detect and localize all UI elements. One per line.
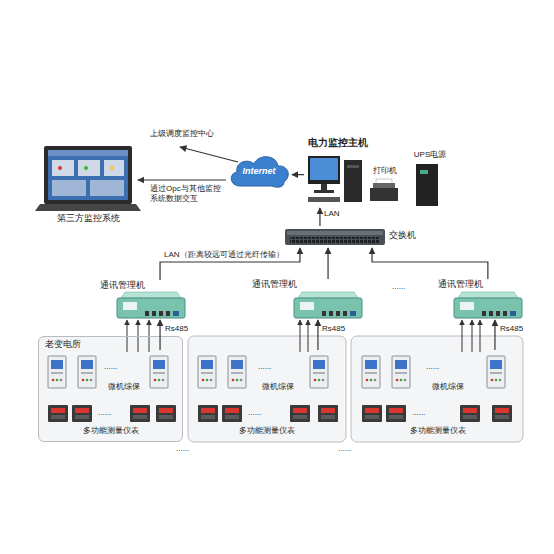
connector-label: LAN (324, 209, 354, 219)
note-label: 上级调度监控中心 (150, 129, 230, 139)
connector-arrow (494, 320, 495, 350)
ellipsis-mark: ...... (258, 362, 288, 372)
text-box: 老变电所 (45, 339, 105, 349)
printer-node: 打印机 (368, 166, 402, 202)
node-label: 打印机 (368, 166, 402, 175)
text-box: 交换机 (389, 230, 423, 240)
switch-node: 交换机 (283, 226, 423, 248)
comm-manager: 通讯管理机 (438, 279, 524, 320)
node-label: Internet (226, 166, 292, 176)
connector-label: Rs485 (500, 324, 534, 334)
ellipsis-mark: ...... (248, 408, 278, 418)
connector-arrow (327, 248, 328, 279)
connector-arrow (160, 248, 300, 280)
text-box: 微机综保 (108, 382, 148, 391)
node-label: UPS电源 (410, 150, 450, 159)
text-box: UPS电源 (410, 150, 450, 159)
laptop-node: 第三方监控系统 (38, 143, 138, 225)
text-box: 通讯管理机 (438, 279, 498, 289)
ellipsis-mark: ...... (412, 408, 442, 418)
node-label: 第三方监控系统 (38, 213, 138, 223)
node-label: 交换机 (389, 230, 423, 240)
switch-illustration (285, 229, 385, 245)
text-box: 打印机 (368, 166, 402, 175)
dispatch-arrow (180, 147, 238, 162)
laptop-illustration (35, 146, 141, 211)
ellipsis-mark: ...... (98, 408, 128, 418)
node-label: 通讯管理机 (252, 279, 312, 289)
text-box: 通讯管理机 (252, 279, 312, 289)
ellipsis-mark: ...... (426, 362, 456, 372)
computer-illustration (308, 156, 362, 202)
ups-node: UPS电源 (410, 150, 450, 208)
comm-manager-device (294, 292, 362, 318)
text-box: 多功能测量仪表 (401, 426, 475, 435)
connector-arrow (317, 320, 318, 350)
node-label: 通讯管理机 (100, 280, 160, 290)
node-label: 老变电所 (45, 339, 105, 349)
comm-manager-device (454, 292, 522, 318)
node-label: 多功能测量仪表 (401, 426, 475, 435)
meter-group: 多功能测量仪表 (358, 400, 518, 438)
connector-arrow (292, 174, 304, 175)
connector-arrow (372, 248, 488, 279)
relay-group: 微机综保 (358, 350, 518, 396)
substation-fill (38, 336, 183, 442)
host-node: 电力监控主机 (304, 137, 372, 208)
substation-frame: 老变电所微机综保多功能测量仪表 (38, 336, 183, 442)
comm-manager: 通讯管理机 (100, 280, 190, 320)
printer-illustration (370, 179, 398, 201)
text-box: Internet (226, 166, 292, 176)
meter-group: 多功能测量仪表 (44, 400, 178, 438)
connector-label: 通过Opc与其他监控系统数据交互 (150, 184, 224, 203)
connector-label: Rs485 (322, 324, 356, 334)
text-box: 多功能测量仪表 (230, 426, 304, 435)
text-box: 多功能测量仪表 (74, 426, 148, 435)
connector-arrow (319, 208, 320, 226)
node-label: 微机综保 (262, 382, 302, 391)
node-label: 电力监控主机 (304, 137, 372, 149)
text-box: 第三方监控系统 (38, 213, 138, 223)
substation-frame (188, 336, 346, 442)
text-box: 电力监控主机 (304, 137, 372, 149)
relay-group: 微机综保 (194, 350, 340, 396)
cloud-node: Internet (226, 152, 292, 192)
connector-label: Rs485 (165, 324, 199, 334)
relay-group: 微机综保 (44, 350, 178, 396)
connector-arrow (138, 179, 226, 180)
node-label: 通讯管理机 (438, 279, 498, 289)
meter-group: 多功能测量仪表 (194, 400, 340, 438)
node-label: 多功能测量仪表 (230, 426, 304, 435)
node-label: 多功能测量仪表 (74, 426, 148, 435)
ellipsis-mark: ...... (392, 282, 422, 292)
ellipsis-mark: ...... (338, 444, 368, 454)
comm-manager: 通讯管理机 (252, 279, 364, 320)
text-box: 微机综保 (262, 382, 302, 391)
node-label: 微机综保 (432, 382, 472, 391)
substation-frame (351, 336, 523, 442)
connector-arrow (159, 320, 160, 350)
text-box: 微机综保 (432, 382, 472, 391)
ups-illustration (416, 164, 438, 206)
ellipsis-mark: ...... (176, 444, 206, 454)
node-label: 微机综保 (108, 382, 148, 391)
ellipsis-mark: ...... (104, 362, 134, 372)
connector-label: LAN（距离较远可通过光纤传输） (164, 250, 300, 260)
text-box: 通讯管理机 (100, 280, 160, 290)
meter-devices (48, 405, 512, 422)
comm-manager-device (117, 292, 185, 318)
